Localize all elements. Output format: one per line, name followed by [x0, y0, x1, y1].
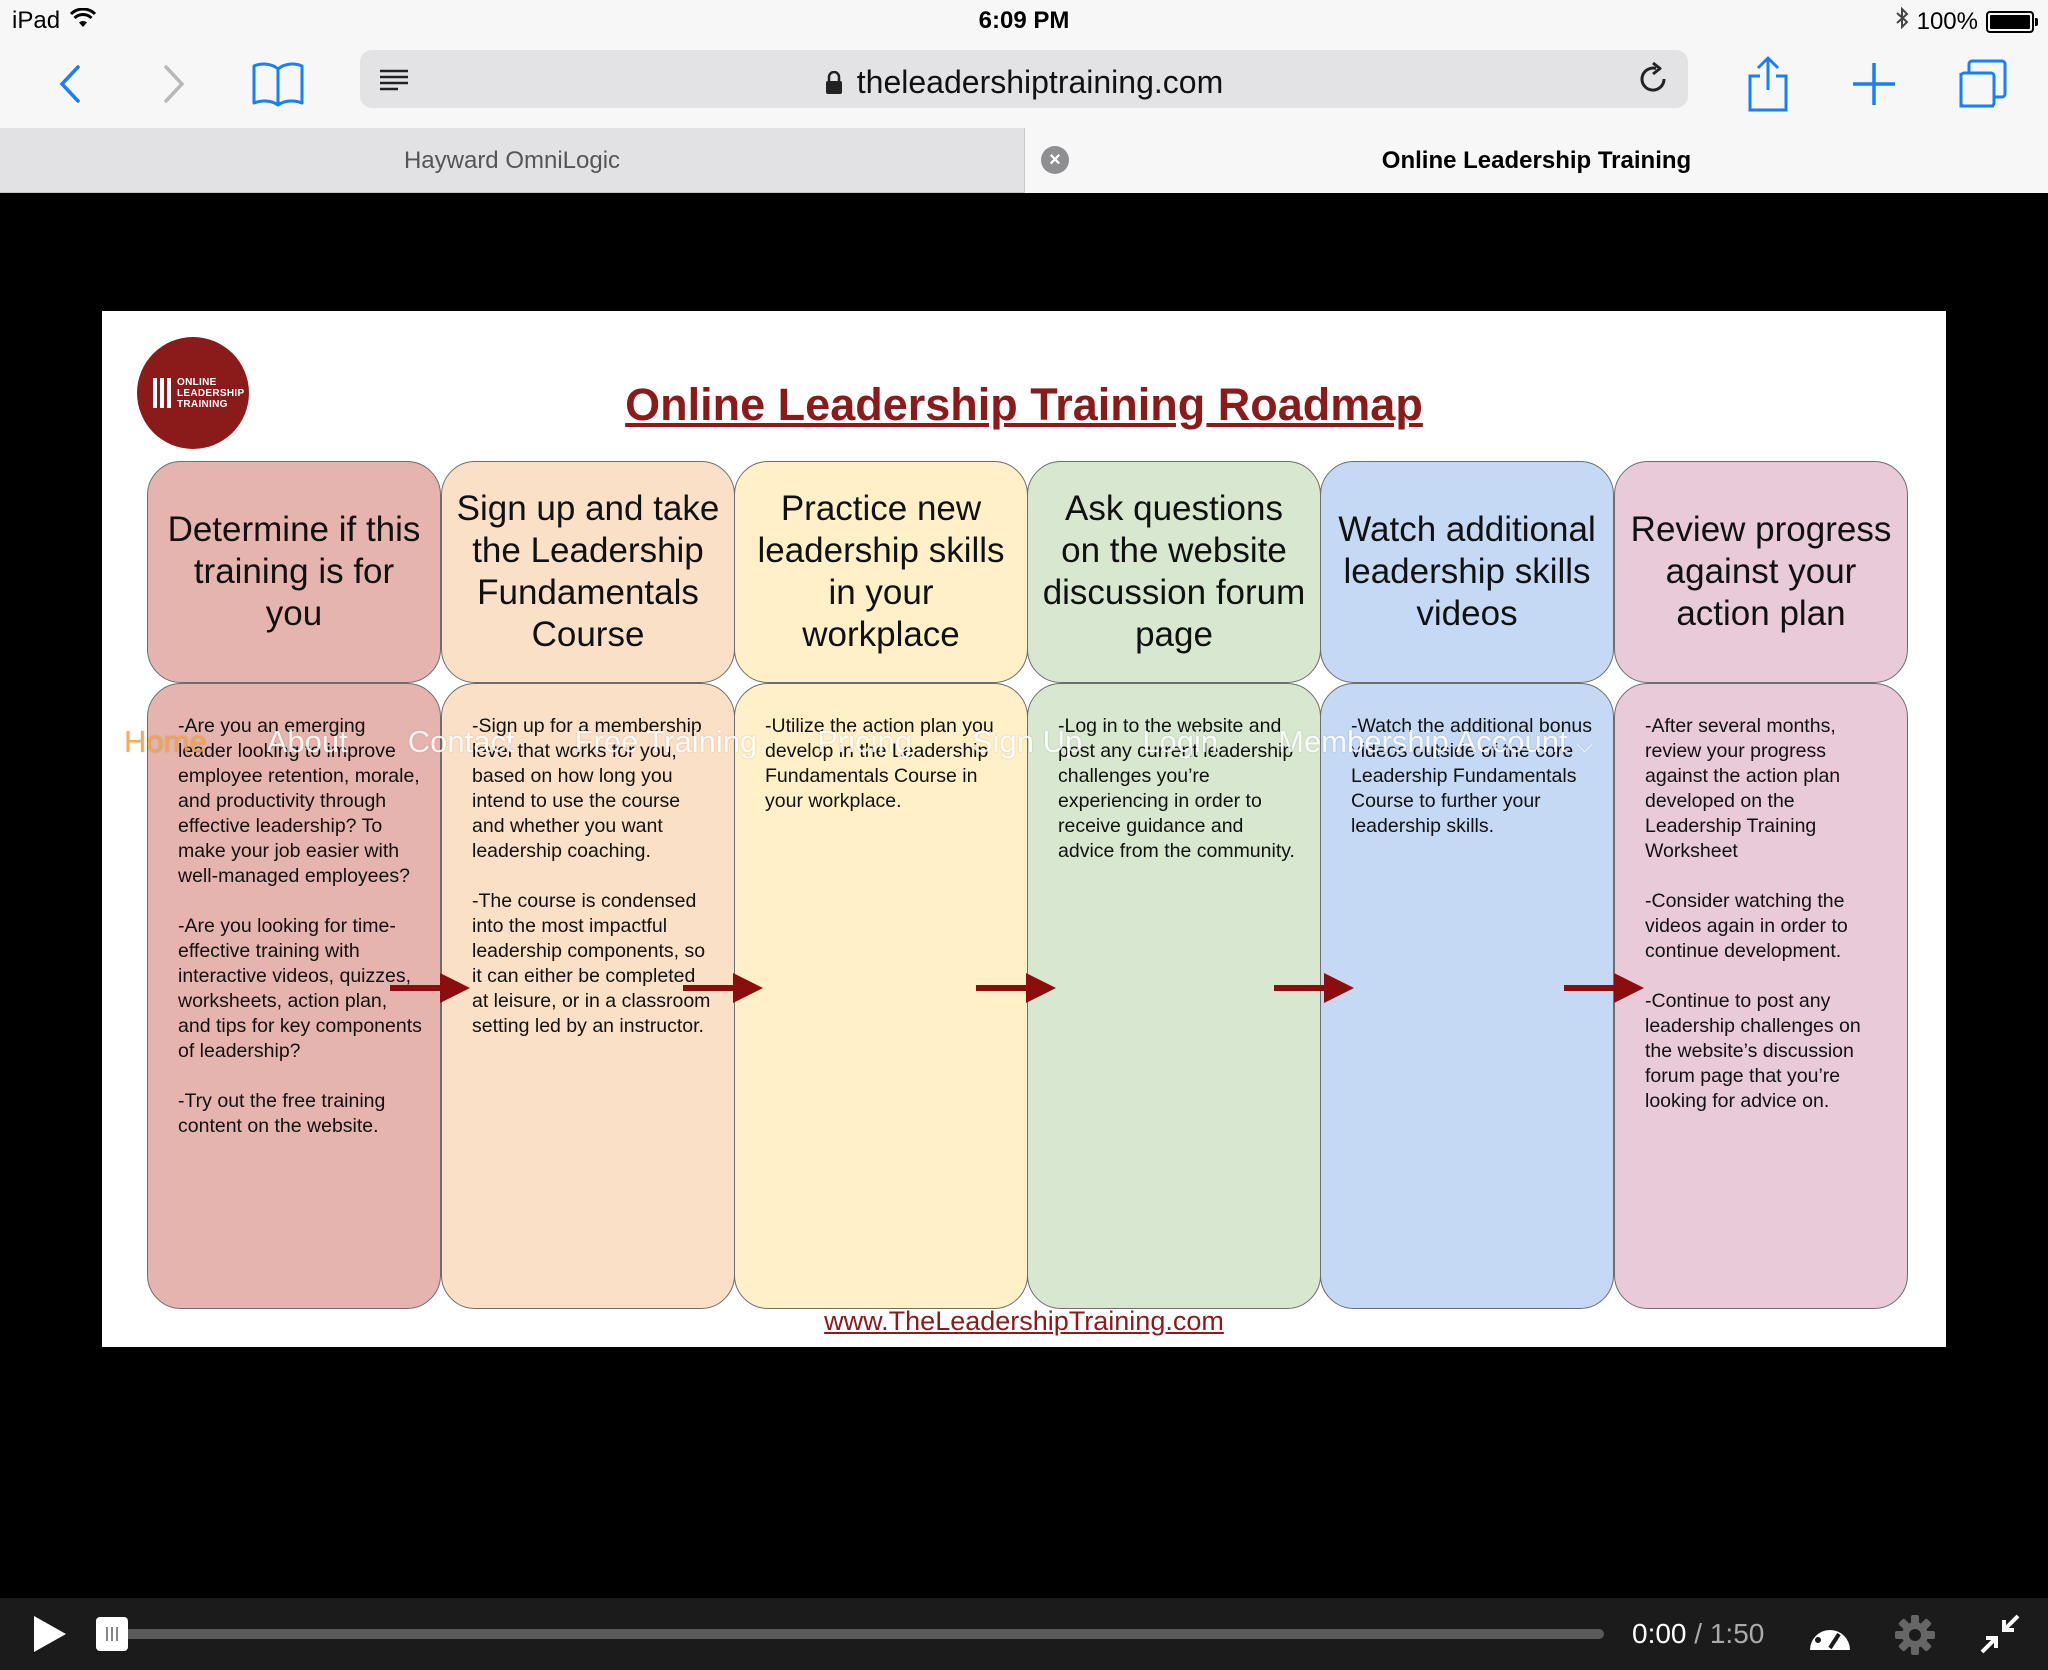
step-body: -After several months, review your progr… — [1614, 683, 1908, 1309]
nav-membership-label: Membership Account — [1278, 724, 1568, 759]
site-nav: Home About Contact Free Training Pricing… — [124, 724, 1653, 760]
wifi-icon — [69, 7, 97, 35]
logo-text: ONLINE LEADERSHIP TRAINING — [177, 376, 245, 410]
arrow-right-icon — [1274, 973, 1354, 1003]
roadmap-step-2: Sign up and take the Leadership Fundamen… — [441, 461, 735, 1309]
bluetooth-icon — [1895, 6, 1909, 36]
nav-home[interactable]: Home — [124, 724, 207, 759]
battery-fill — [1990, 14, 2030, 29]
lock-icon — [825, 66, 843, 103]
step-body: -Are you an emerging leader looking to i… — [147, 683, 441, 1309]
battery-percent: 100% — [1916, 7, 1978, 35]
browser-toolbar: theleadershiptraining.com — [0, 40, 2048, 128]
logo: ONLINE LEADERSHIP TRAINING — [137, 337, 249, 449]
time-display: 0:00 / 1:50 — [1632, 1618, 1764, 1650]
progress-bar[interactable] — [96, 1617, 1604, 1651]
step-body: -Sign up for a membership level that wor… — [441, 683, 735, 1309]
slide-title: Online Leadership Training Roadmap — [625, 379, 1423, 430]
time-separator: / — [1694, 1618, 1703, 1649]
nav-free-training[interactable]: Free Training — [574, 724, 758, 759]
current-time: 0:00 — [1632, 1618, 1687, 1649]
address-bar[interactable]: theleadershiptraining.com — [360, 50, 1688, 108]
battery-icon — [1986, 10, 2038, 33]
step-body: -Watch the additional bonus videos outsi… — [1320, 683, 1614, 1309]
roadmap-step-5: Watch additional leadership skills video… — [1320, 461, 1614, 1309]
device-name: iPad — [12, 7, 61, 34]
speedometer-icon[interactable] — [1806, 1614, 1854, 1659]
roadmap-step-4: Ask questions on the website discussion … — [1027, 461, 1321, 1309]
url-display[interactable]: theleadershiptraining.com — [360, 64, 1688, 103]
reload-icon[interactable] — [1636, 61, 1670, 101]
video-player[interactable]: ONLINE LEADERSHIP TRAINING Online Leader… — [0, 193, 2048, 1670]
slide-footer-link: www.TheLeadershipTraining.com — [824, 1306, 1224, 1336]
play-icon[interactable] — [30, 1614, 68, 1659]
player-controls: 0:00 / 1:50 — [0, 1598, 2048, 1670]
book-icon[interactable] — [248, 54, 308, 114]
step-heading: Determine if this training is for you — [147, 461, 441, 683]
reader-lines-icon[interactable] — [378, 67, 410, 98]
step-heading: Practice new leadership skills in your w… — [734, 461, 1028, 683]
gear-icon[interactable] — [1894, 1614, 1936, 1661]
chevron-right-icon[interactable] — [144, 54, 204, 114]
step-heading: Review progress against your action plan — [1614, 461, 1908, 683]
plus-icon[interactable] — [1844, 54, 1904, 114]
step-body: -Log in to the website and post any curr… — [1027, 683, 1321, 1309]
arrow-right-icon — [1564, 973, 1644, 1003]
arrow-right-icon — [683, 973, 763, 1003]
nav-login[interactable]: Login — [1142, 724, 1219, 759]
duration: 1:50 — [1709, 1618, 1765, 1649]
roadmap-step-1: Determine if this training is for you -A… — [147, 461, 441, 1309]
tabs-icon[interactable] — [1952, 54, 2012, 114]
tab-label: Hayward OmniLogic — [403, 146, 621, 174]
exit-fullscreen-icon[interactable] — [1980, 1614, 2020, 1659]
step-heading: Watch additional leadership skills video… — [1320, 461, 1614, 683]
nav-contact[interactable]: Contact — [407, 724, 515, 759]
roadmap-step-6: Review progress against your action plan… — [1614, 461, 1908, 1309]
tab-bar: Hayward OmniLogic × Online Leadership Tr… — [0, 128, 2048, 193]
roadmap-step-3: Practice new leadership skills in your w… — [734, 461, 1028, 1309]
tab-label: Online Leadership Training — [1381, 146, 1692, 174]
logo-mark — [153, 378, 171, 408]
step-heading: Ask questions on the website discussion … — [1027, 461, 1321, 683]
nav-sign-up[interactable]: Sign Up — [971, 724, 1083, 759]
url-text: theleadershiptraining.com — [856, 64, 1224, 100]
nav-pricing[interactable]: Pricing — [817, 724, 912, 759]
step-heading: Sign up and take the Leadership Fundamen… — [441, 461, 735, 683]
share-icon[interactable] — [1738, 54, 1798, 114]
tab-hayward-omnilogic[interactable]: Hayward OmniLogic — [0, 128, 1024, 193]
nav-membership-account[interactable]: Membership Account ⌵ — [1278, 724, 1593, 760]
close-icon[interactable]: × — [1041, 146, 1069, 174]
scrubber-handle[interactable] — [96, 1617, 128, 1651]
nav-about[interactable]: About — [266, 724, 348, 759]
chevron-left-icon[interactable] — [40, 54, 100, 114]
status-right: 100% — [1895, 6, 2038, 36]
arrow-right-icon — [390, 973, 470, 1003]
roadmap-slide: ONLINE LEADERSHIP TRAINING Online Leader… — [102, 311, 1946, 1347]
tab-online-leadership-training[interactable]: × Online Leadership Training — [1024, 128, 2048, 193]
status-bar: iPad 6:09 PM 100% — [0, 0, 2048, 40]
arrow-right-icon — [976, 973, 1056, 1003]
clock: 6:09 PM — [978, 7, 1070, 34]
status-left: iPad — [12, 7, 97, 35]
step-body: -Utilize the action plan you develop in … — [734, 683, 1028, 1309]
chevron-down-icon: ⌵ — [1576, 732, 1593, 757]
